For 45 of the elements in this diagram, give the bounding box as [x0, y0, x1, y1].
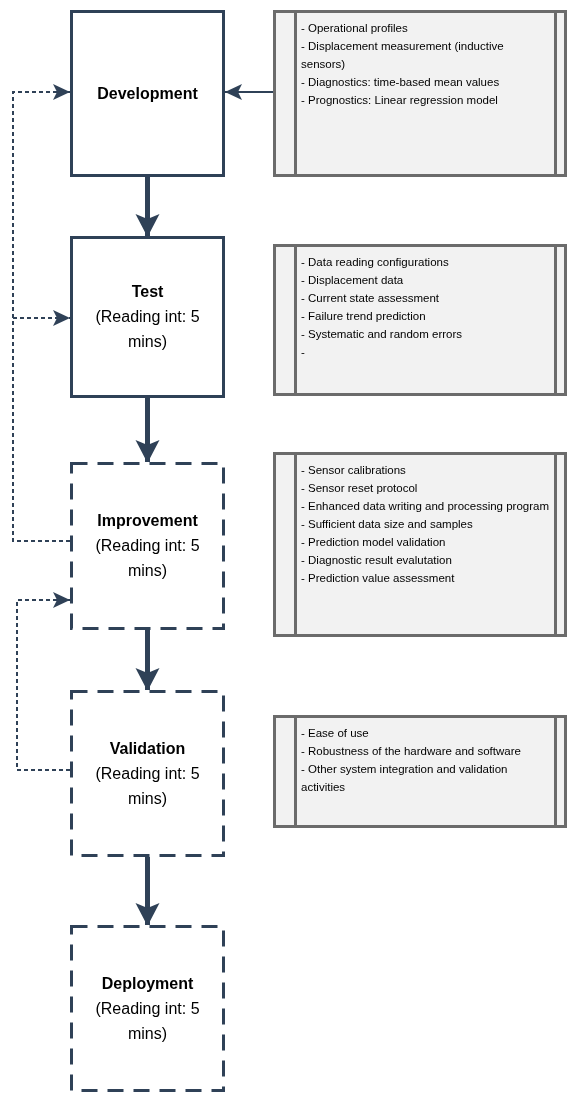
reading-interval: (Reading int: 5 mins): [94, 763, 201, 809]
arrow: [135, 177, 160, 237]
note-text: - Sensor calibrations: [301, 463, 407, 478]
note-text: - Enhanced data writing and processing program: [301, 499, 550, 514]
stage-title: Improvement: [96, 511, 199, 531]
note-text: - Data reading configurations: [301, 255, 450, 270]
note-text: - Prediction model validation: [301, 535, 447, 550]
arrow: [135, 630, 160, 691]
note-text: - Systematic and random errors: [301, 327, 464, 342]
note-text: - Sufficient data size and samples: [301, 517, 474, 532]
notes-panel: [273, 10, 567, 177]
reading-interval: (Reading int: 5 mins): [94, 307, 201, 352]
notes-panel: [273, 715, 567, 828]
note-text: -: [301, 345, 306, 360]
note-text: - Operational profiles: [301, 21, 409, 36]
note-text: - Current state assessment: [301, 291, 441, 306]
note-text: - Diagnostic result evalutation: [301, 553, 453, 568]
dashed-stage-box: [70, 925, 225, 1092]
stage-title: Deployment: [100, 973, 195, 994]
reading-interval: (Reading int: 5 mins): [94, 998, 201, 1044]
dashed-feedback-arrow: [12, 310, 71, 542]
stage-box: [70, 236, 225, 398]
note-text: - Other system integration and validation activities: [301, 762, 509, 795]
note-text: - Prognostics: Linear regression model: [301, 93, 499, 108]
note-text: - Displacement measurement (inductive sensors): [301, 39, 505, 72]
arrow: [135, 398, 160, 463]
note-text: - Prediction value assessment: [301, 571, 456, 586]
note-text: - Robustness of the hardware and software: [301, 744, 522, 759]
notes-panel: [273, 452, 567, 637]
stage-title: Test: [130, 282, 165, 302]
reading-interval: (Reading int: 5 mins): [94, 536, 201, 581]
note-text: - Diagnostics: time-based mean values: [301, 75, 501, 90]
note-text: - Sensor reset protocol: [301, 481, 419, 496]
note-text: - Displacement data: [301, 273, 405, 288]
notes-panel: [273, 244, 567, 396]
stage-title: Development: [96, 83, 199, 104]
note-text: - Ease of use: [301, 726, 370, 741]
stage-box: [70, 10, 225, 177]
dashed-feedback-arrow: [16, 592, 71, 771]
arrow: [135, 857, 160, 926]
arrow: [224, 84, 274, 100]
dashed-stage-box: [70, 462, 225, 630]
dashed-stage-box: [70, 690, 225, 857]
stage-title: Validation: [108, 738, 187, 759]
note-text: - Failure trend prediction: [301, 309, 427, 324]
